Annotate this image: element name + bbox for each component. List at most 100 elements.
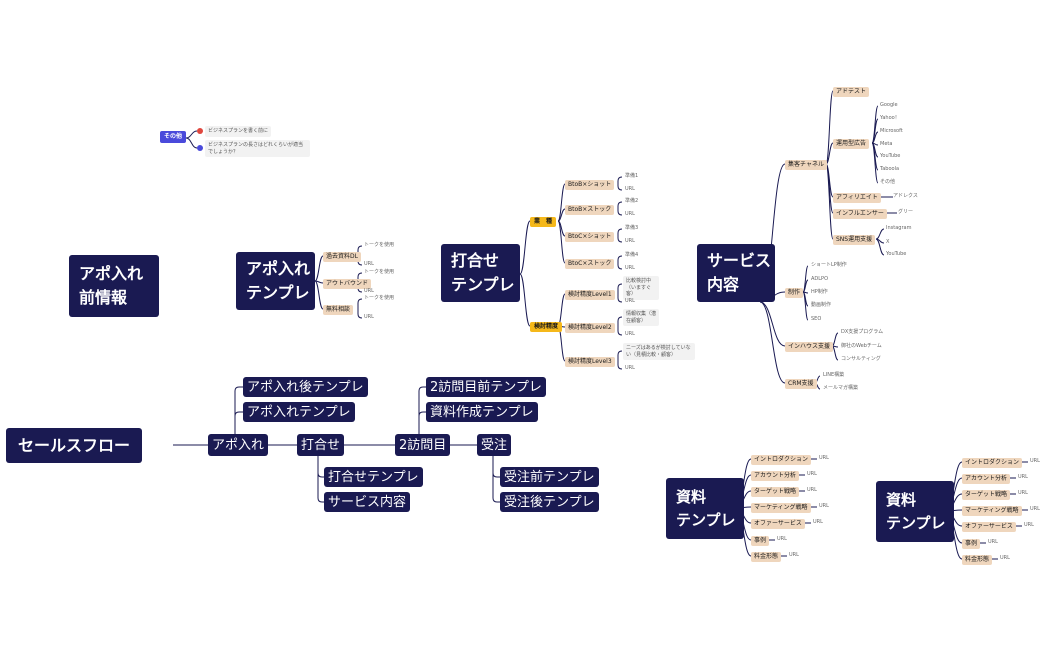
doc-template-item[interactable]: 事例 — [962, 539, 981, 549]
flow-step-apo[interactable]: アポ入れ — [208, 434, 269, 456]
flow-step-order[interactable]: 受注 — [477, 434, 512, 456]
service-item[interactable]: 動画制作 — [811, 302, 832, 308]
flow-second-child[interactable]: 2訪問目前テンプレ — [426, 377, 546, 397]
doc-template-leaf[interactable]: URL — [988, 539, 998, 545]
service-item[interactable]: ショートLP制作 — [811, 262, 847, 268]
service-item[interactable]: アドテスト — [833, 87, 870, 97]
other-item[interactable]: ビジネスプランを書く前に — [205, 126, 272, 137]
service-item[interactable]: インフルエンサー — [833, 209, 887, 219]
flow-step-meeting[interactable]: 打合せ — [297, 434, 345, 456]
meeting-leaf[interactable]: 準備2 — [625, 198, 639, 204]
doc-template-item[interactable]: 事例 — [751, 536, 770, 546]
doc-template-title[interactable]: 資料テンプレ — [876, 481, 954, 542]
meeting-leaf[interactable]: 準備1 — [625, 173, 639, 179]
meeting-leaf[interactable]: ニーズはあるが検討していない（見積比較・顧客） — [623, 343, 695, 360]
service-group[interactable]: インハウス支援 — [785, 342, 834, 352]
meeting-leaf[interactable]: URL — [625, 331, 635, 337]
apo-info-title[interactable]: アポ入れ前情報 — [69, 255, 159, 317]
apo-template-title[interactable]: アポ入れテンプレ — [236, 252, 315, 310]
service-leaf[interactable]: その他 — [880, 179, 896, 185]
doc-template-item[interactable]: アカウント分析 — [751, 471, 800, 481]
doc-template-item[interactable]: オファーサービス — [751, 519, 805, 529]
doc-template-leaf[interactable]: URL — [1018, 490, 1028, 496]
meeting-item[interactable]: BtoC×ショット — [565, 232, 615, 242]
doc-template-item[interactable]: オファーサービス — [962, 522, 1016, 532]
service-leaf[interactable]: YouTube — [880, 153, 901, 159]
doc-template-leaf[interactable]: URL — [819, 503, 829, 509]
service-title[interactable]: サービス内容 — [697, 244, 775, 302]
meeting-group[interactable]: 業 種 — [530, 217, 557, 227]
service-item[interactable]: SNS運用支援 — [833, 235, 876, 245]
service-leaf[interactable]: Instagram — [886, 225, 912, 231]
meeting-leaf[interactable]: 比較検討中（いますぐ客） — [623, 276, 659, 300]
apo-template-leaf[interactable]: URL — [364, 314, 374, 320]
apo-template-leaf[interactable]: URL — [364, 288, 374, 294]
meeting-leaf[interactable]: URL — [625, 186, 635, 192]
meeting-item[interactable]: 検討精度Level3 — [565, 357, 615, 367]
flow-meeting-child[interactable]: 打合せテンプレ — [324, 467, 423, 487]
service-item[interactable]: 運用型広告 — [833, 139, 870, 149]
service-group[interactable]: CRM支援 — [785, 379, 817, 389]
doc-template-leaf[interactable]: URL — [789, 552, 799, 558]
apo-template-leaf[interactable]: URL — [364, 261, 374, 267]
doc-template-leaf[interactable]: URL — [1024, 522, 1034, 528]
doc-template-item[interactable]: 料金形態 — [962, 555, 993, 565]
meeting-leaf[interactable]: URL — [625, 298, 635, 304]
service-item[interactable]: メールマガ構築 — [823, 385, 859, 391]
apo-template-leaf[interactable]: トークを使用 — [364, 242, 395, 248]
service-item[interactable]: ADLPO — [811, 276, 829, 282]
service-leaf[interactable]: YouTube — [886, 251, 907, 257]
apo-template-leaf[interactable]: トークを使用 — [364, 269, 395, 275]
doc-template-leaf[interactable]: URL — [807, 487, 817, 493]
sales-flow-title[interactable]: セールスフロー — [6, 428, 143, 463]
meeting-leaf[interactable]: 準備4 — [625, 252, 639, 258]
doc-template-item[interactable]: イントロダクション — [962, 458, 1023, 468]
doc-template-item[interactable]: ターゲット戦略 — [962, 490, 1011, 500]
meeting-leaf[interactable]: URL — [625, 211, 635, 217]
doc-template-leaf[interactable]: URL — [819, 455, 829, 461]
meeting-item[interactable]: 検討精度Level1 — [565, 290, 615, 300]
doc-template-item[interactable]: アカウント分析 — [962, 474, 1011, 484]
meeting-leaf[interactable]: 情報収集（潜在顧客） — [623, 309, 659, 326]
apo-template-branch[interactable]: 無料相談 — [323, 305, 354, 315]
other-item[interactable]: ビジネスプランの長さはどれくらいが適当でしょうか？ — [205, 140, 310, 157]
meeting-item[interactable]: BtoC×ストック — [565, 259, 615, 269]
doc-template-leaf[interactable]: URL — [807, 471, 817, 477]
meeting-item[interactable]: BtoB×ストック — [565, 205, 615, 215]
flow-apo-child[interactable]: アポ入れ後テンプレ — [243, 377, 368, 397]
service-leaf[interactable]: Meta — [880, 141, 893, 147]
service-item[interactable]: HP制作 — [811, 289, 828, 295]
doc-template-leaf[interactable]: URL — [1018, 474, 1028, 480]
service-item[interactable]: DX支援プログラム — [841, 329, 884, 335]
service-leaf[interactable]: Yahoo！ — [880, 115, 900, 121]
flow-meeting-child[interactable]: サービス内容 — [324, 492, 411, 512]
service-item[interactable]: LINE構築 — [823, 372, 845, 378]
flow-step-second[interactable]: 2訪問目 — [395, 434, 451, 456]
service-leaf[interactable]: Microsoft — [880, 128, 903, 134]
service-leaf[interactable]: グリー — [898, 209, 914, 215]
doc-template-item[interactable]: ターゲット戦略 — [751, 487, 800, 497]
meeting-leaf[interactable]: URL — [625, 365, 635, 371]
service-item[interactable]: SEO — [811, 316, 822, 322]
other-node[interactable]: その他 — [160, 131, 187, 143]
service-item[interactable]: アフィリエイト — [833, 193, 881, 203]
meeting-template-title[interactable]: 打合せテンプレ — [441, 244, 520, 302]
meeting-group[interactable]: 検討精度 — [530, 322, 563, 332]
flow-apo-child[interactable]: アポ入れテンプレ — [243, 402, 355, 422]
doc-template-leaf[interactable]: URL — [1000, 555, 1010, 561]
doc-template-leaf[interactable]: URL — [777, 536, 787, 542]
doc-template-leaf[interactable]: URL — [1030, 458, 1040, 464]
service-leaf[interactable]: X — [886, 239, 890, 245]
meeting-leaf[interactable]: 準備3 — [625, 225, 639, 231]
doc-template-item[interactable]: マーケティング戦略 — [751, 503, 811, 513]
flow-order-child[interactable]: 受注後テンプレ — [500, 492, 599, 512]
service-item[interactable]: コンサルティング — [841, 356, 881, 362]
meeting-leaf[interactable]: URL — [625, 238, 635, 244]
service-group[interactable]: 集客チャネル — [785, 160, 827, 170]
doc-template-leaf[interactable]: URL — [813, 519, 823, 525]
meeting-leaf[interactable]: URL — [625, 265, 635, 271]
doc-template-item[interactable]: イントロダクション — [751, 455, 812, 465]
doc-template-item[interactable]: マーケティング戦略 — [962, 506, 1022, 516]
apo-template-branch[interactable]: 過去資料DL — [323, 252, 361, 262]
doc-template-title[interactable]: 資料テンプレ — [666, 478, 744, 539]
